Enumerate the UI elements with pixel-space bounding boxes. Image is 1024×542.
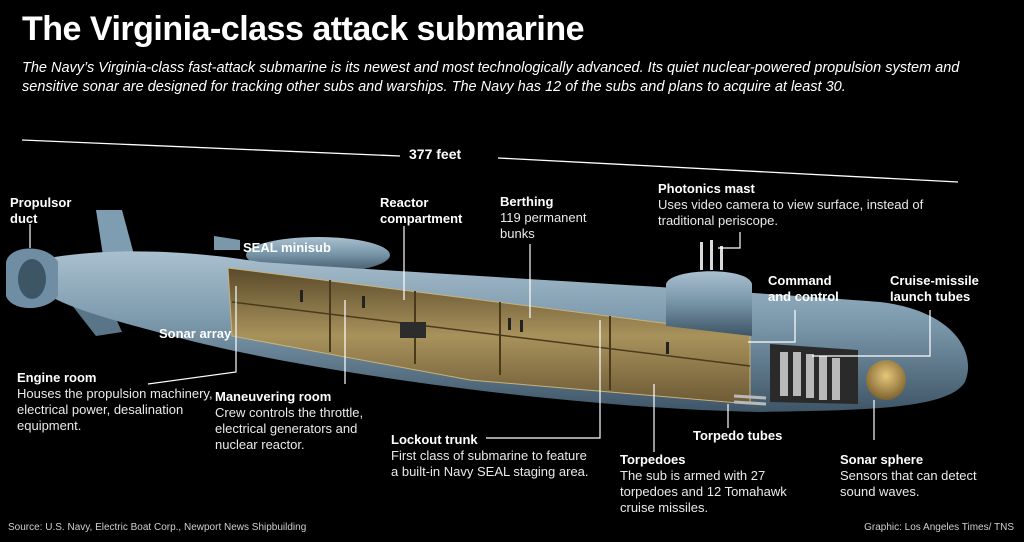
bow-cutaway	[770, 344, 906, 404]
sail-shape	[666, 240, 752, 336]
torpedoes-text: The sub is armed with 27 torpedoes and 1…	[620, 468, 787, 515]
seal-minisub-label: SEAL minisub	[243, 240, 331, 255]
deck-line	[231, 301, 751, 367]
torpedoes-label: Torpedoes The sub is armed with 27 torpe…	[620, 452, 810, 516]
propulsor-duct-label: Propulsor duct	[10, 195, 72, 226]
berthing-label: Berthing 119 permanent bunks	[500, 194, 610, 242]
torpedoes-title: Torpedoes	[620, 452, 686, 467]
engine-room-text: Houses the propulsion machinery, electri…	[17, 386, 213, 433]
reactor-block	[400, 322, 426, 338]
command-control-label: Command and control	[768, 273, 839, 304]
maneuvering-room-title: Maneuvering room	[215, 389, 332, 404]
maneuvering-room-label: Maneuvering room Crew controls the throt…	[215, 389, 390, 453]
lockout-trunk-title: Lockout trunk	[391, 432, 478, 447]
torpedo-tubes-shape	[733, 394, 767, 406]
source-credit: Source: U.S. Navy, Electric Boat Corp., …	[8, 522, 307, 533]
interior-cutaway	[227, 267, 751, 405]
page-subtitle: The Navy’s Virginia-class fast-attack su…	[22, 60, 960, 95]
photonics-mast-label: Photonics mast Uses video camera to view…	[658, 181, 978, 229]
photonics-mast-text: Uses video camera to view surface, inste…	[658, 197, 924, 228]
bulkheads	[329, 280, 611, 390]
propulsor-duct-shape	[6, 248, 58, 308]
sonar-sphere-title: Sonar sphere	[840, 452, 924, 467]
berthing-title: Berthing	[500, 194, 554, 209]
engine-room-title: Engine room	[17, 370, 97, 385]
sonar-sphere-text: Sensors that can detect sound waves.	[840, 468, 977, 499]
torpedo-tubes-label: Torpedo tubes	[693, 428, 783, 443]
reactor-compartment-label: Reactor compartment	[380, 195, 463, 226]
lockout-trunk-text: First class of submarine to feature a bu…	[391, 448, 589, 479]
length-label: 377 feet	[409, 146, 462, 162]
maneuvering-room-text: Crew controls the throttle, electrical g…	[215, 405, 364, 452]
leader-lines	[29, 224, 931, 452]
graphic-credit: Graphic: Los Angeles Times/ TNS	[864, 522, 1014, 533]
lockout-trunk-label: Lockout trunk First class of submarine t…	[391, 432, 591, 480]
berthing-text: 119 permanent bunks	[500, 210, 587, 241]
photonics-mast-title: Photonics mast	[658, 181, 755, 196]
page-title: The Virginia-class attack submarine	[22, 10, 585, 48]
sonar-array-label: Sonar array	[159, 326, 232, 341]
sonar-sphere-label: Sonar sphere Sensors that can detect sou…	[840, 452, 1015, 500]
engine-room-label: Engine room Houses the propulsion machin…	[17, 370, 217, 434]
crew-figures	[300, 290, 669, 354]
length-line	[21, 139, 959, 183]
cruise-missile-label: Cruise-missile launch tubes	[890, 273, 979, 304]
